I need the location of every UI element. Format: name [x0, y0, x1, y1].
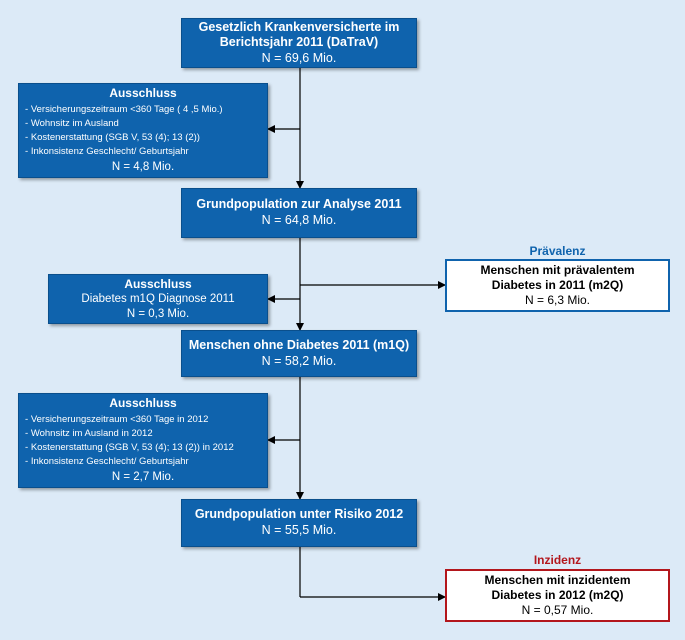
exclusion-1-item: Inkonsistenz Geschlecht/ Geburtsjahr: [25, 145, 267, 159]
praevalenz-box: Menschen mit prävalentem Diabetes in 201…: [445, 259, 670, 312]
exclusion-1-n: N = 4,8 Mio.: [111, 161, 175, 174]
risiko-2012-box: Grundpopulation unter Risiko 2012 N = 55…: [181, 499, 417, 547]
exclusion-box-3: Ausschluss Versicherungszeitraum <360 Ta…: [18, 393, 268, 488]
exclusion-3-item: Inkonsistenz Geschlecht/ Geburtsjahr: [25, 455, 267, 469]
start-line1: Gesetzlich Krankenversicherte im: [198, 19, 400, 34]
exclusion-3-item: Wohnsitz im Ausland in 2012: [25, 427, 267, 441]
exclusion-2-n: N = 0,3 Mio.: [126, 307, 190, 320]
ohne-diabetes-n: N = 58,2 Mio.: [261, 353, 337, 368]
start-line2: Berichtsjahr 2011 (DaTraV): [219, 35, 379, 50]
exclusion-1-item: Wohnsitz im Ausland: [25, 117, 267, 131]
praevalenz-line1: Menschen mit prävalentem: [480, 263, 635, 277]
inzidenz-n: N = 0,57 Mio.: [521, 603, 594, 617]
risiko-2012-title: Grundpopulation unter Risiko 2012: [194, 507, 404, 522]
exclusion-box-1: Ausschluss Versicherungszeitraum <360 Ta…: [18, 83, 268, 178]
exclusion-3-n: N = 2,7 Mio.: [111, 471, 175, 484]
grundpopulation-2011-box: Grundpopulation zur Analyse 2011 N = 64,…: [181, 188, 417, 238]
exclusion-3-heading: Ausschluss: [109, 396, 177, 411]
exclusion-2-line: Diabetes m1Q Diagnose 2011: [81, 293, 235, 306]
praevalenz-n: N = 6,3 Mio.: [524, 293, 591, 307]
inzidenz-box: Menschen mit inzidentem Diabetes in 2012…: [445, 569, 670, 622]
inzidenz-line2: Diabetes in 2012 (m2Q): [491, 588, 624, 602]
exclusion-1-item: Kostenerstattung (SGB V, 53 (4); 13 (2)): [25, 131, 267, 145]
exclusion-box-2: Ausschluss Diabetes m1Q Diagnose 2011 N …: [48, 274, 268, 324]
ohne-diabetes-box: Menschen ohne Diabetes 2011 (m1Q) N = 58…: [181, 330, 417, 377]
exclusion-1-heading: Ausschluss: [109, 86, 177, 101]
risiko-2012-n: N = 55,5 Mio.: [261, 523, 337, 537]
exclusion-1-list: Versicherungszeitraum <360 Tage ( 4 ,5 M…: [19, 103, 267, 158]
inzidenz-label: Inzidenz: [533, 553, 582, 567]
exclusion-3-item: Versicherungszeitraum <360 Tage in 2012: [25, 413, 267, 427]
grundpopulation-2011-n: N = 64,8 Mio.: [261, 213, 337, 227]
exclusion-3-list: Versicherungszeitraum <360 Tage in 2012 …: [19, 413, 267, 468]
start-n: N = 69,6 Mio.: [261, 50, 337, 65]
start-box: Gesetzlich Krankenversicherte im Bericht…: [181, 18, 417, 68]
praevalenz-label: Prävalenz: [529, 244, 586, 258]
exclusion-2-heading: Ausschluss: [124, 277, 192, 292]
praevalenz-line2: Diabetes in 2011 (m2Q): [491, 278, 624, 292]
exclusion-3-item: Kostenerstattung (SGB V, 53 (4); 13 (2))…: [25, 441, 267, 455]
exclusion-1-item: Versicherungszeitraum <360 Tage ( 4 ,5 M…: [25, 103, 267, 117]
inzidenz-line1: Menschen mit inzidentem: [484, 573, 631, 587]
ohne-diabetes-title: Menschen ohne Diabetes 2011 (m1Q): [188, 337, 410, 352]
grundpopulation-2011-title: Grundpopulation zur Analyse 2011: [196, 197, 402, 212]
